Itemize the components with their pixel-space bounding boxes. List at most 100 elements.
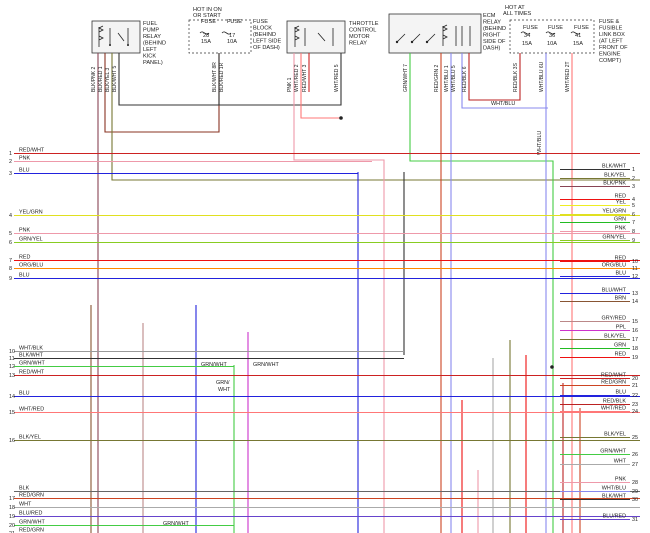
right-wire-color: GRN (614, 343, 626, 349)
left-wire-number: 20 (9, 523, 15, 529)
right-wire-number: 18 (632, 346, 638, 352)
left-wire-color: GRN/WHT (19, 361, 45, 367)
right-wire-color: RED/WHT (601, 373, 627, 379)
grn-wht-label-d: WHT (218, 387, 231, 393)
pin-label: PNK 1 (287, 77, 293, 92)
right-wire-color: BLK/WHT (602, 494, 627, 500)
right-wire-number: 23 (632, 402, 638, 408)
pin-label: WHT/RED 2T (565, 61, 571, 92)
left-wire-number: 21 (9, 531, 15, 533)
right-wire-color: ORG/BLU (602, 263, 626, 269)
left-wire-number: 14 (9, 394, 15, 400)
left-wire-color: RED/GRN (19, 493, 44, 499)
right-wire-number: 27 (632, 462, 638, 468)
right-wire-number: 6 (632, 212, 635, 218)
wht-blu-label: WHT/BLU (491, 101, 515, 107)
right-wire-color: BLK/PNK (603, 181, 626, 187)
grn-wht-label-b: GRN/WHT (253, 362, 279, 368)
right-wire-number: 21 (632, 383, 638, 389)
right-wire-color: GRN/YEL (602, 235, 626, 241)
left-wire-color: WHT/RED (19, 407, 44, 413)
right-wire-number: 1 (632, 167, 635, 173)
left-wire-color: RED/WHT (19, 370, 45, 376)
right-wire-color: RED/GRN (601, 380, 626, 386)
grn-wht-label-a: GRN/WHT (201, 362, 227, 368)
pin-label: BLK/WHT 8R (212, 62, 218, 92)
right-wire-number: 15 (632, 319, 638, 325)
right-wire-color: BLK/YEL (604, 173, 626, 179)
pin-label: BLK/RED 1R (219, 62, 225, 92)
right-wire-number: 7 (632, 220, 635, 226)
right-wire-color: BLU (616, 271, 627, 277)
right-wire-list: BLK/WHT1BLK/YEL2BLK/PNK3RED4YEL5YEL/GRN6… (560, 164, 638, 523)
left-wire-number: 1 (9, 151, 12, 157)
left-wire-number: 2 (9, 159, 12, 165)
right-wire-color: WHT/BLU (602, 486, 626, 492)
pin-label: WHT/RED 5 (334, 64, 340, 92)
right-wire-color: RED (615, 352, 626, 358)
right-wire-color: BLU/RED (603, 514, 626, 520)
left-wire-color: BLK/YEL (19, 435, 41, 441)
pin-label: BLK/YEL 3 (105, 68, 111, 92)
left-wire-color: PNK (19, 228, 30, 234)
left-wire-color: WHT/BLK (19, 346, 43, 352)
right-wire-color: PPL (616, 325, 626, 331)
grn-wht-label-e: GRN/WHT (163, 521, 189, 527)
right-wire-color: PNK (615, 477, 626, 483)
fuel-pump-relay (91, 20, 141, 54)
left-wire-number: 18 (9, 505, 15, 511)
pin-label: RED/BLK 6 (462, 66, 468, 92)
left-wire-number: 19 (9, 514, 15, 520)
right-wire-color: GRN/WHT (600, 449, 626, 455)
right-wire-color: BLK/YEL (604, 432, 626, 438)
right-wire-number: 20 (632, 376, 638, 382)
left-wire-number: 8 (9, 266, 12, 272)
right-wire-number: 29 (632, 489, 638, 495)
right-wire-color: YEL (616, 200, 626, 206)
pin-label: WHT/RED 2 (294, 64, 300, 92)
left-wire-number: 13 (9, 373, 15, 379)
left-wire-number: 6 (9, 240, 12, 246)
right-wire-number: 4 (632, 197, 635, 203)
left-wire-number: 5 (9, 231, 12, 237)
right-wire-color: BLU (616, 390, 627, 396)
left-wire-number: 12 (9, 364, 15, 370)
left-wire-color: RED/WHT (19, 148, 45, 154)
left-wire-list: 1RED/WHT2PNK3BLU4YEL/GRN5PNK6GRN/YEL7RED… (9, 148, 640, 533)
right-wire-number: 14 (632, 299, 638, 305)
fuse-link-box (509, 19, 595, 54)
left-wire-color: GRN/YEL (19, 237, 43, 243)
right-wire-number: 13 (632, 291, 638, 297)
right-wire-number: 30 (632, 497, 638, 503)
left-wire-number: 4 (9, 213, 12, 219)
pin-label: WHT/BLU 5 (451, 65, 457, 92)
right-wire-number: 19 (632, 355, 638, 361)
throttle-control-relay (286, 20, 346, 54)
right-wire-color: WHT (614, 459, 627, 465)
left-wire-color: PNK (19, 156, 30, 162)
fuse-block (188, 19, 252, 54)
left-wire-number: 10 (9, 349, 15, 355)
right-wire-color: RED (615, 256, 626, 262)
right-wire-color: GRN (614, 217, 626, 223)
left-wire-number: 15 (9, 410, 15, 416)
pin-label: RED/GRN 2 (434, 65, 440, 92)
right-wire-number: 9 (632, 238, 635, 244)
right-wire-color: WHT/RED (601, 406, 626, 412)
right-wire-number: 24 (632, 409, 638, 415)
grn-wht-label-c: GRN/ (216, 380, 230, 386)
left-wire-color: BLK (19, 486, 30, 492)
right-wire-number: 25 (632, 435, 638, 441)
right-wire-number: 12 (632, 274, 638, 280)
